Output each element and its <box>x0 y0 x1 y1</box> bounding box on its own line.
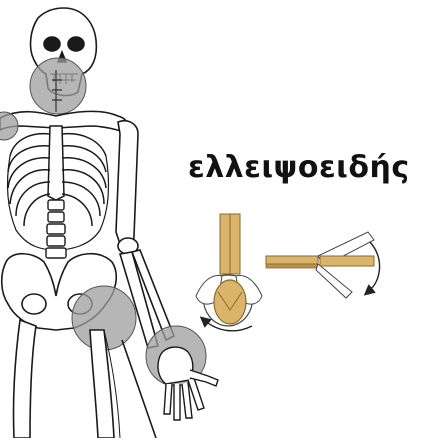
neck-joint-highlight <box>30 58 86 114</box>
rotation-arrow-icon <box>368 242 380 292</box>
ellipsoid-joint-horizontal-icon <box>266 232 374 298</box>
legs <box>13 320 120 438</box>
ellipsoid-joint-icon <box>196 214 262 326</box>
shoulder-girdle <box>0 111 129 134</box>
hand-icon <box>158 347 218 420</box>
joint-type-title: ελλειψοειδής <box>188 150 436 185</box>
lumbar-spine <box>46 200 66 258</box>
